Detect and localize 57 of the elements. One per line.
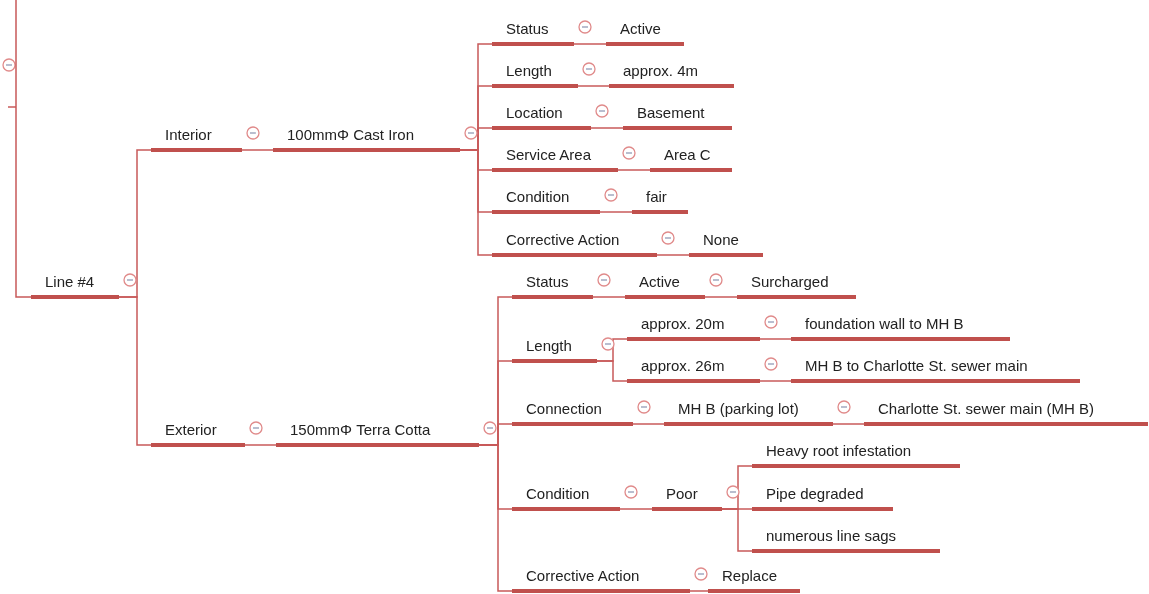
- connector-line: [704, 296, 738, 298]
- topic-label: Surcharged: [751, 273, 829, 290]
- connector-line: [592, 296, 626, 298]
- topic-label: approx. 26m: [641, 357, 725, 374]
- topic-label: Status: [526, 273, 569, 290]
- topic-label: Charlotte St. sewer main (MH B): [878, 400, 1094, 417]
- topic-label: Pipe degraded: [766, 485, 864, 502]
- connector-line: [599, 211, 633, 213]
- topic-label: approx. 20m: [641, 315, 725, 332]
- topic-label: foundation wall to MH B: [805, 315, 964, 332]
- topic-label: 150mmΦ Terra Cotta: [290, 421, 431, 438]
- topic-label: Exterior: [165, 421, 217, 438]
- topic-label: Service Area: [506, 146, 592, 163]
- topic-label: fair: [646, 188, 667, 205]
- topic-label: Condition: [506, 188, 570, 205]
- topic-label: Length: [526, 337, 572, 354]
- topic-label: Area C: [664, 146, 711, 163]
- topic-label: Length: [506, 62, 552, 79]
- connector-line: [590, 127, 624, 129]
- connector-line: [15, 0, 32, 298]
- topic-label: Basement: [637, 104, 705, 121]
- connector-line: [721, 508, 753, 552]
- connector-line: [617, 169, 651, 171]
- topic-label: numerous line sags: [766, 527, 897, 544]
- topic-label: Condition: [526, 485, 590, 502]
- connector-line: [596, 360, 628, 382]
- connector-line: [459, 149, 493, 256]
- connector-line: [118, 296, 152, 446]
- connector-line: [244, 444, 277, 446]
- topic-label: Connection: [526, 400, 602, 417]
- topic-label: Active: [639, 273, 680, 290]
- topic-label: Line #4: [45, 273, 95, 290]
- topic-label: Heavy root infestation: [766, 442, 912, 459]
- connector-line: [632, 423, 665, 425]
- topic-label: Poor: [666, 485, 698, 502]
- topic-label: Replace: [722, 567, 778, 584]
- connector-line: [759, 380, 792, 382]
- topic-label: MH B to Charlotte St. sewer main: [805, 357, 1028, 374]
- topic-label: approx. 4m: [623, 62, 699, 79]
- topic-label: 100mmΦ Cast Iron: [287, 126, 414, 143]
- topic-label: Corrective Action: [506, 231, 620, 248]
- topic-label: MH B (parking lot): [678, 400, 799, 417]
- connector-line: [573, 43, 607, 45]
- connector-line: [241, 149, 274, 151]
- topic-label: Interior: [165, 126, 212, 143]
- topic-label: Active: [620, 20, 661, 37]
- connector-line: [577, 85, 610, 87]
- connector-line: [619, 508, 653, 510]
- topic-label: Status: [506, 20, 549, 37]
- connector-line: [656, 254, 690, 256]
- topic-label: Location: [506, 104, 563, 121]
- connector-line: [759, 338, 792, 340]
- connector-line: [832, 423, 865, 425]
- connector-line: [689, 590, 709, 592]
- topic-label: None: [703, 231, 739, 248]
- topic-label: Corrective Action: [526, 567, 640, 584]
- connector-line: [478, 444, 513, 592]
